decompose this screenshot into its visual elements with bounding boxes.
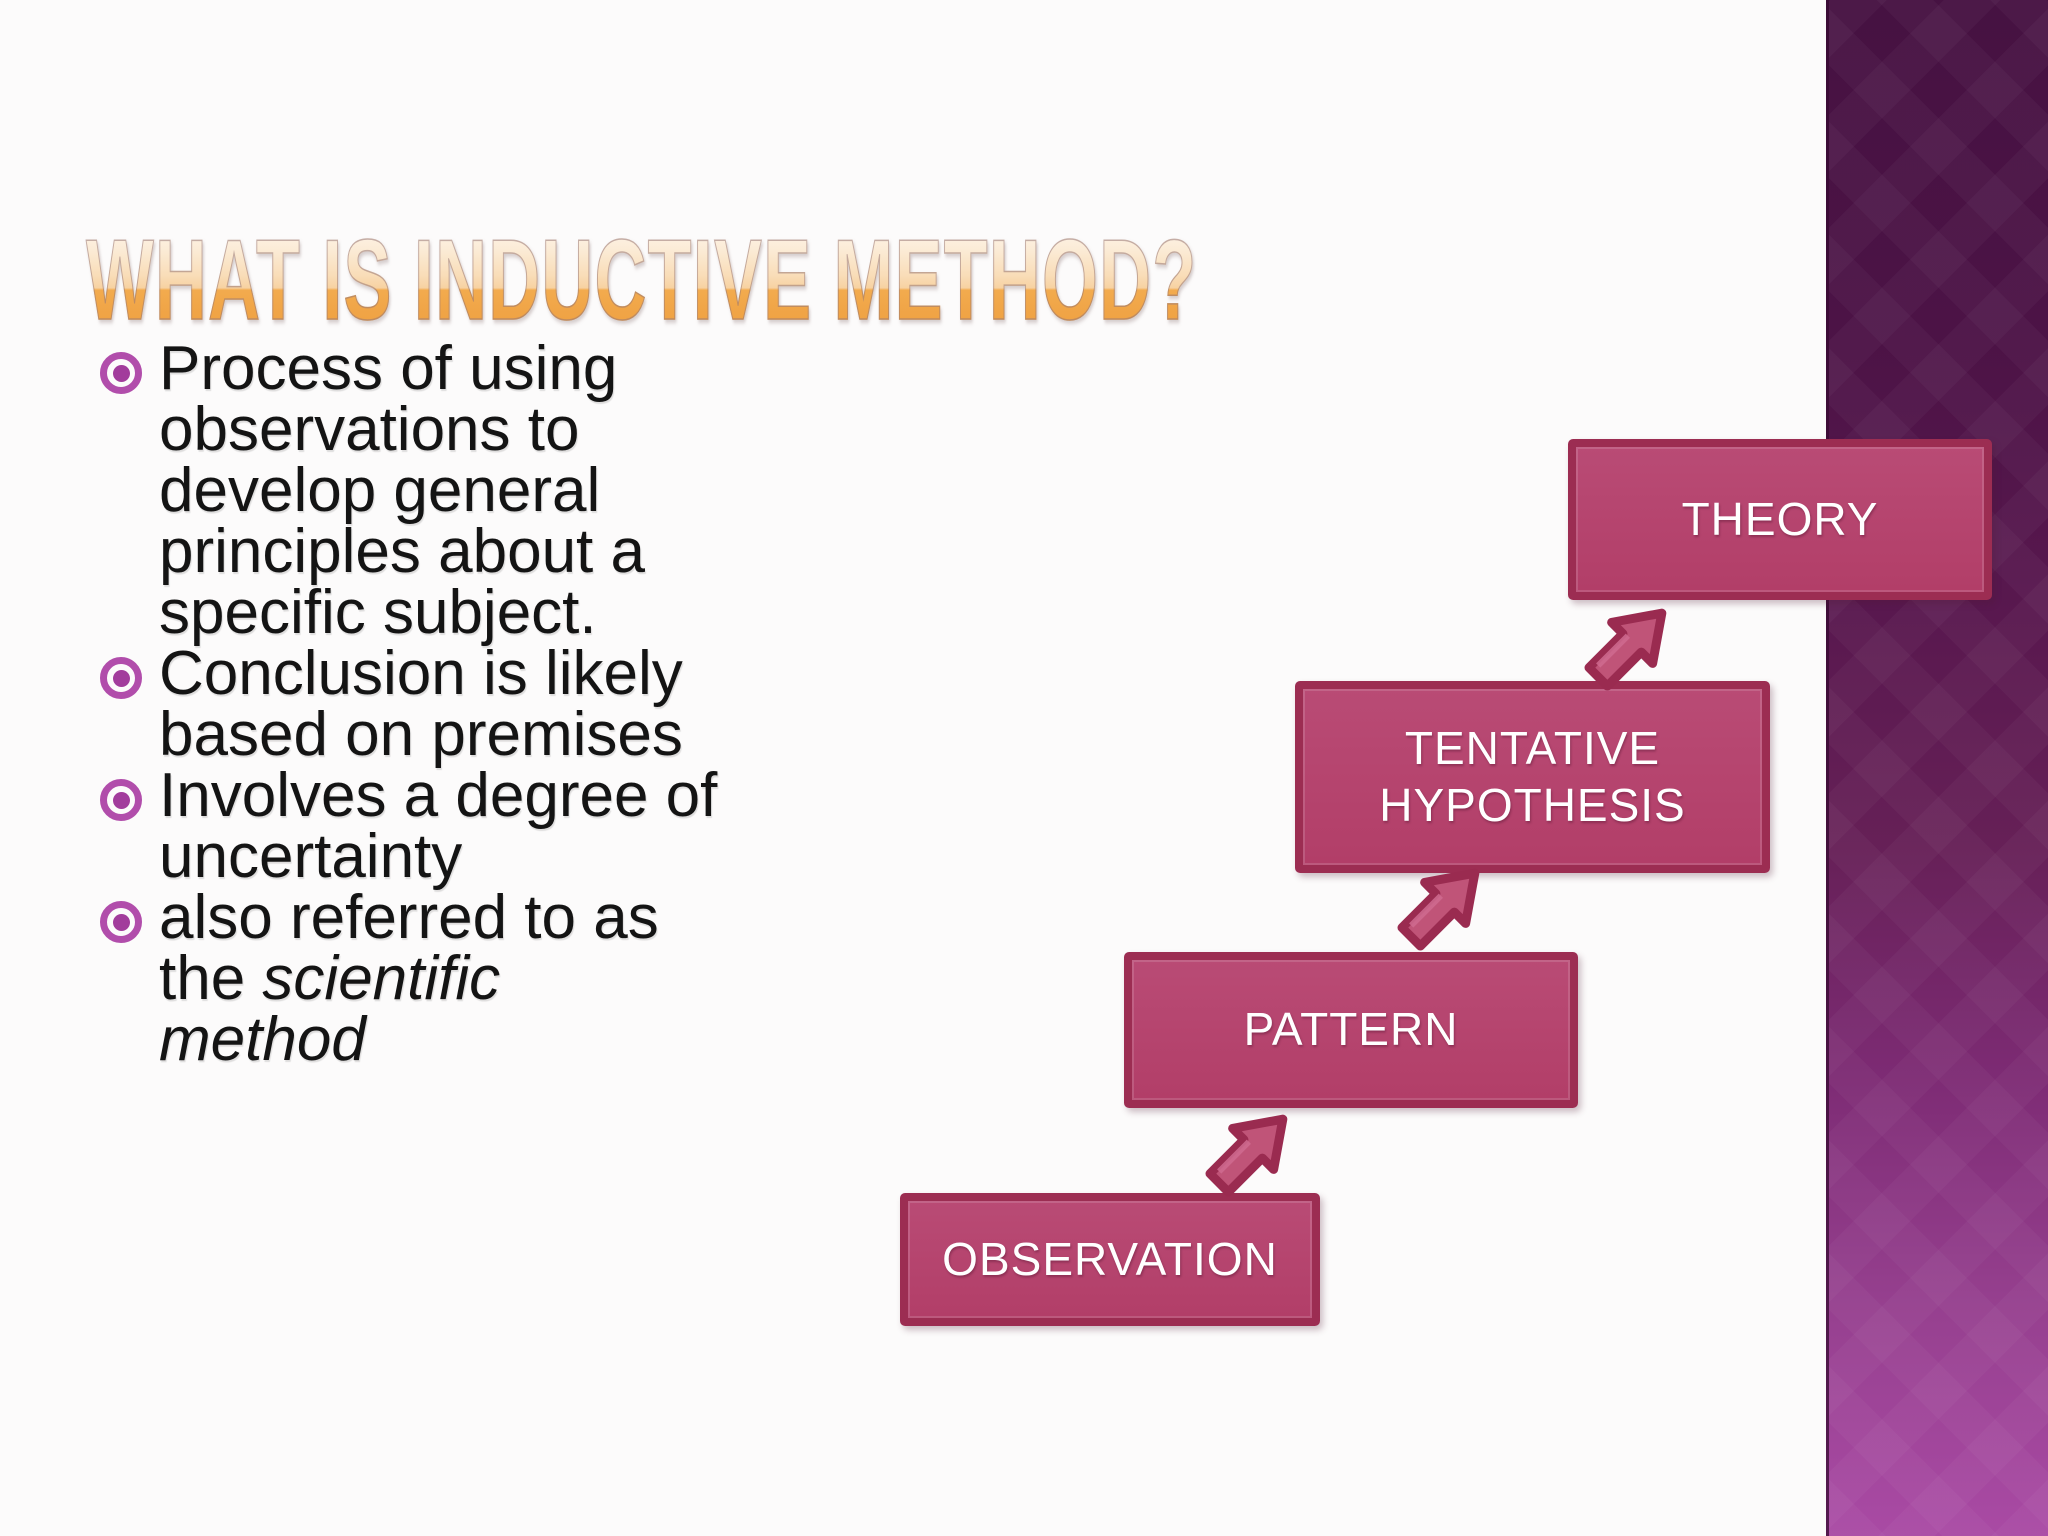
- northeast-arrow-icon-pattern-to-hypothesis: [1397, 868, 1480, 951]
- northeast-arrow-icon-hypothesis-to-theory: [1584, 608, 1667, 691]
- page-title: WHAT IS INDUCTIVE METHOD?: [86, 217, 1198, 345]
- box-pattern: PATTERN: [1124, 952, 1578, 1108]
- box-tentative-hypothesis-label: TENTATIVE HYPOTHESIS: [1379, 721, 1686, 831]
- bullet-marker-icon: [100, 901, 142, 943]
- northeast-arrow-icon-observation-to-pattern: [1205, 1114, 1288, 1197]
- decorative-sidebar: [1826, 0, 2048, 1536]
- bullet-marker-icon: [100, 352, 142, 394]
- bullet-marker-icon: [100, 657, 142, 699]
- box-tentative-hypothesis: TENTATIVE HYPOTHESIS: [1295, 681, 1770, 873]
- bullet-marker-icon: [100, 779, 142, 821]
- box-observation: OBSERVATION: [900, 1193, 1320, 1326]
- box-theory: THEORY: [1568, 439, 1992, 600]
- box-observation-label: OBSERVATION: [942, 1232, 1278, 1285]
- box-theory-label: THEORY: [1681, 492, 1879, 545]
- box-pattern-label: PATTERN: [1243, 1003, 1459, 1056]
